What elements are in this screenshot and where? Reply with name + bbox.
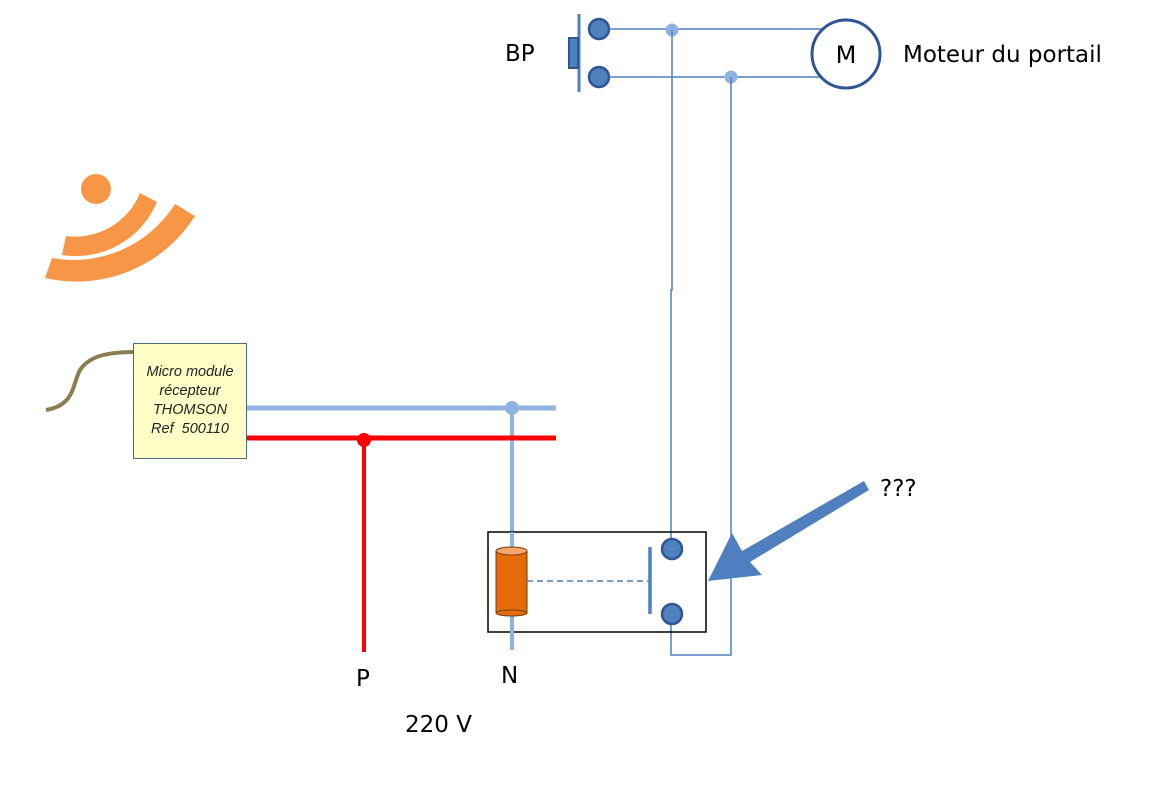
module-line-4: Ref 500110 xyxy=(151,421,229,437)
bp-terminal-top xyxy=(587,17,611,41)
question-label: ??? xyxy=(880,476,917,502)
push-button-label: BP xyxy=(505,41,535,67)
relay-terminal-top xyxy=(660,537,684,561)
relay-coil-icon xyxy=(495,546,528,617)
relay-wire-left xyxy=(670,30,673,540)
phase-label: P xyxy=(356,666,370,692)
push-button-actuator xyxy=(568,37,579,69)
module-line-2: récepteur xyxy=(159,383,221,399)
neutral-label: N xyxy=(501,663,518,689)
relay-terminal-bottom xyxy=(660,602,684,626)
motor-caption: Moteur du portail xyxy=(903,42,1102,68)
motor-symbol xyxy=(810,18,882,90)
relay-wire-right xyxy=(670,77,732,656)
neutral-junction xyxy=(505,401,519,415)
motor-symbol-label: M xyxy=(836,41,857,69)
receiver-module: Micro module récepteur THOMSON Ref 50011… xyxy=(133,343,247,459)
module-line-3: THOMSON xyxy=(152,402,228,418)
relay-box xyxy=(487,531,707,633)
phase-junction xyxy=(357,433,371,447)
wifi-signal-icon xyxy=(45,174,195,282)
bp-terminal-bottom xyxy=(587,65,611,89)
arrow-icon xyxy=(708,481,869,581)
voltage-label: 220 V xyxy=(405,712,472,738)
antenna-wire xyxy=(45,350,135,412)
module-line-1: Micro module xyxy=(146,364,234,380)
